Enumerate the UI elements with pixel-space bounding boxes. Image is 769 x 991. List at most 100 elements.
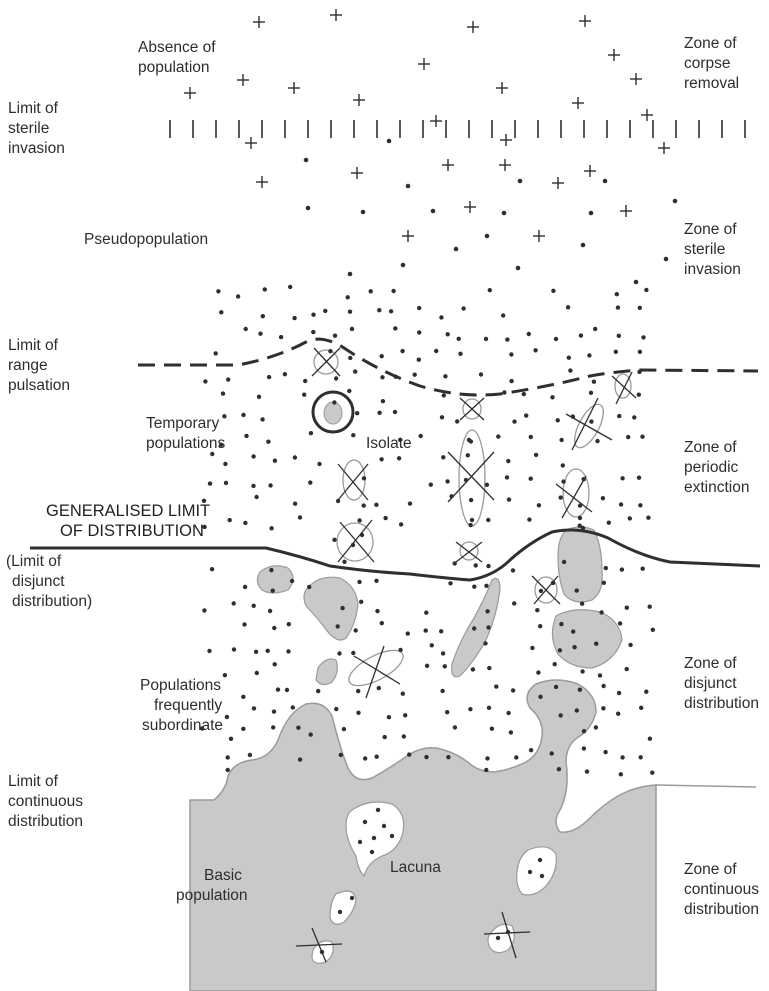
dot xyxy=(485,609,490,614)
dot xyxy=(407,501,413,506)
dot xyxy=(302,392,307,397)
dot xyxy=(638,503,643,508)
dot xyxy=(351,650,356,656)
dot xyxy=(472,626,477,631)
dot xyxy=(382,734,387,740)
plus-mark xyxy=(620,205,632,217)
plus-mark xyxy=(552,177,564,189)
dot xyxy=(297,515,303,520)
dot xyxy=(527,517,532,522)
dot xyxy=(256,394,262,399)
dot xyxy=(552,662,557,667)
dot xyxy=(644,287,649,293)
dot xyxy=(638,755,643,760)
dot xyxy=(501,210,507,216)
dot xyxy=(400,691,405,696)
dot xyxy=(412,372,417,377)
plus-mark xyxy=(237,74,249,86)
dot xyxy=(512,419,517,424)
dot xyxy=(597,673,603,678)
dot xyxy=(349,326,355,332)
dot xyxy=(463,477,469,483)
dot xyxy=(484,583,489,588)
dot xyxy=(323,308,328,314)
dot xyxy=(307,584,312,590)
dot xyxy=(223,461,228,467)
dot xyxy=(509,352,514,357)
dot xyxy=(235,294,241,299)
dot xyxy=(241,694,246,699)
dot xyxy=(241,412,246,418)
dot xyxy=(527,869,533,875)
dot xyxy=(504,475,510,480)
dot xyxy=(398,522,404,527)
dot xyxy=(228,736,234,741)
dot xyxy=(559,437,564,443)
dot xyxy=(207,648,212,654)
plus-mark xyxy=(608,49,620,61)
dot xyxy=(506,497,512,502)
dot xyxy=(601,706,606,711)
basic-population-area xyxy=(189,679,657,991)
dot xyxy=(553,684,559,690)
dot xyxy=(618,772,623,777)
dot xyxy=(292,501,298,506)
dot xyxy=(602,178,608,184)
dot xyxy=(430,208,436,214)
dot xyxy=(484,767,489,773)
dot xyxy=(440,651,446,656)
dot xyxy=(203,379,208,384)
pseudopopulation-label: Pseudopopulation xyxy=(84,231,208,248)
dot xyxy=(487,665,492,671)
dot xyxy=(253,649,259,654)
dot xyxy=(593,725,599,730)
dot xyxy=(213,351,218,356)
dot xyxy=(478,372,484,377)
dot xyxy=(483,336,489,342)
dot xyxy=(356,688,361,694)
dot xyxy=(328,349,333,354)
plus-mark xyxy=(641,109,653,121)
dot xyxy=(618,502,624,507)
dot xyxy=(579,601,585,606)
dot xyxy=(465,453,470,458)
plus-mark xyxy=(430,115,442,127)
dot xyxy=(272,662,277,667)
dot xyxy=(308,480,313,485)
dot xyxy=(348,355,353,361)
dot xyxy=(600,496,606,501)
dot xyxy=(345,295,350,300)
dot xyxy=(486,563,491,569)
dot xyxy=(351,433,356,438)
dot xyxy=(496,434,501,439)
plus-mark xyxy=(467,21,479,33)
dot xyxy=(506,710,511,716)
plus-mark xyxy=(184,87,196,99)
dot xyxy=(572,645,577,650)
dot xyxy=(494,684,499,689)
dot xyxy=(636,475,642,480)
dot xyxy=(405,183,411,189)
dot xyxy=(218,442,224,447)
dot xyxy=(267,608,273,614)
dot xyxy=(485,756,490,761)
dot xyxy=(282,372,288,377)
dot xyxy=(489,726,495,731)
dot xyxy=(254,670,259,676)
dot xyxy=(231,601,236,606)
dot xyxy=(357,839,363,845)
dot xyxy=(272,458,278,463)
dot xyxy=(468,707,473,712)
plus-mark xyxy=(630,73,642,85)
dot xyxy=(568,368,573,373)
plus-mark xyxy=(288,82,300,94)
dot xyxy=(335,624,340,629)
dot xyxy=(553,336,559,342)
dot xyxy=(417,305,422,311)
lacuna-hole xyxy=(516,846,557,896)
dot xyxy=(241,726,246,731)
dot xyxy=(637,349,643,354)
dot xyxy=(550,395,555,400)
dot xyxy=(452,725,458,730)
dot xyxy=(292,315,297,321)
